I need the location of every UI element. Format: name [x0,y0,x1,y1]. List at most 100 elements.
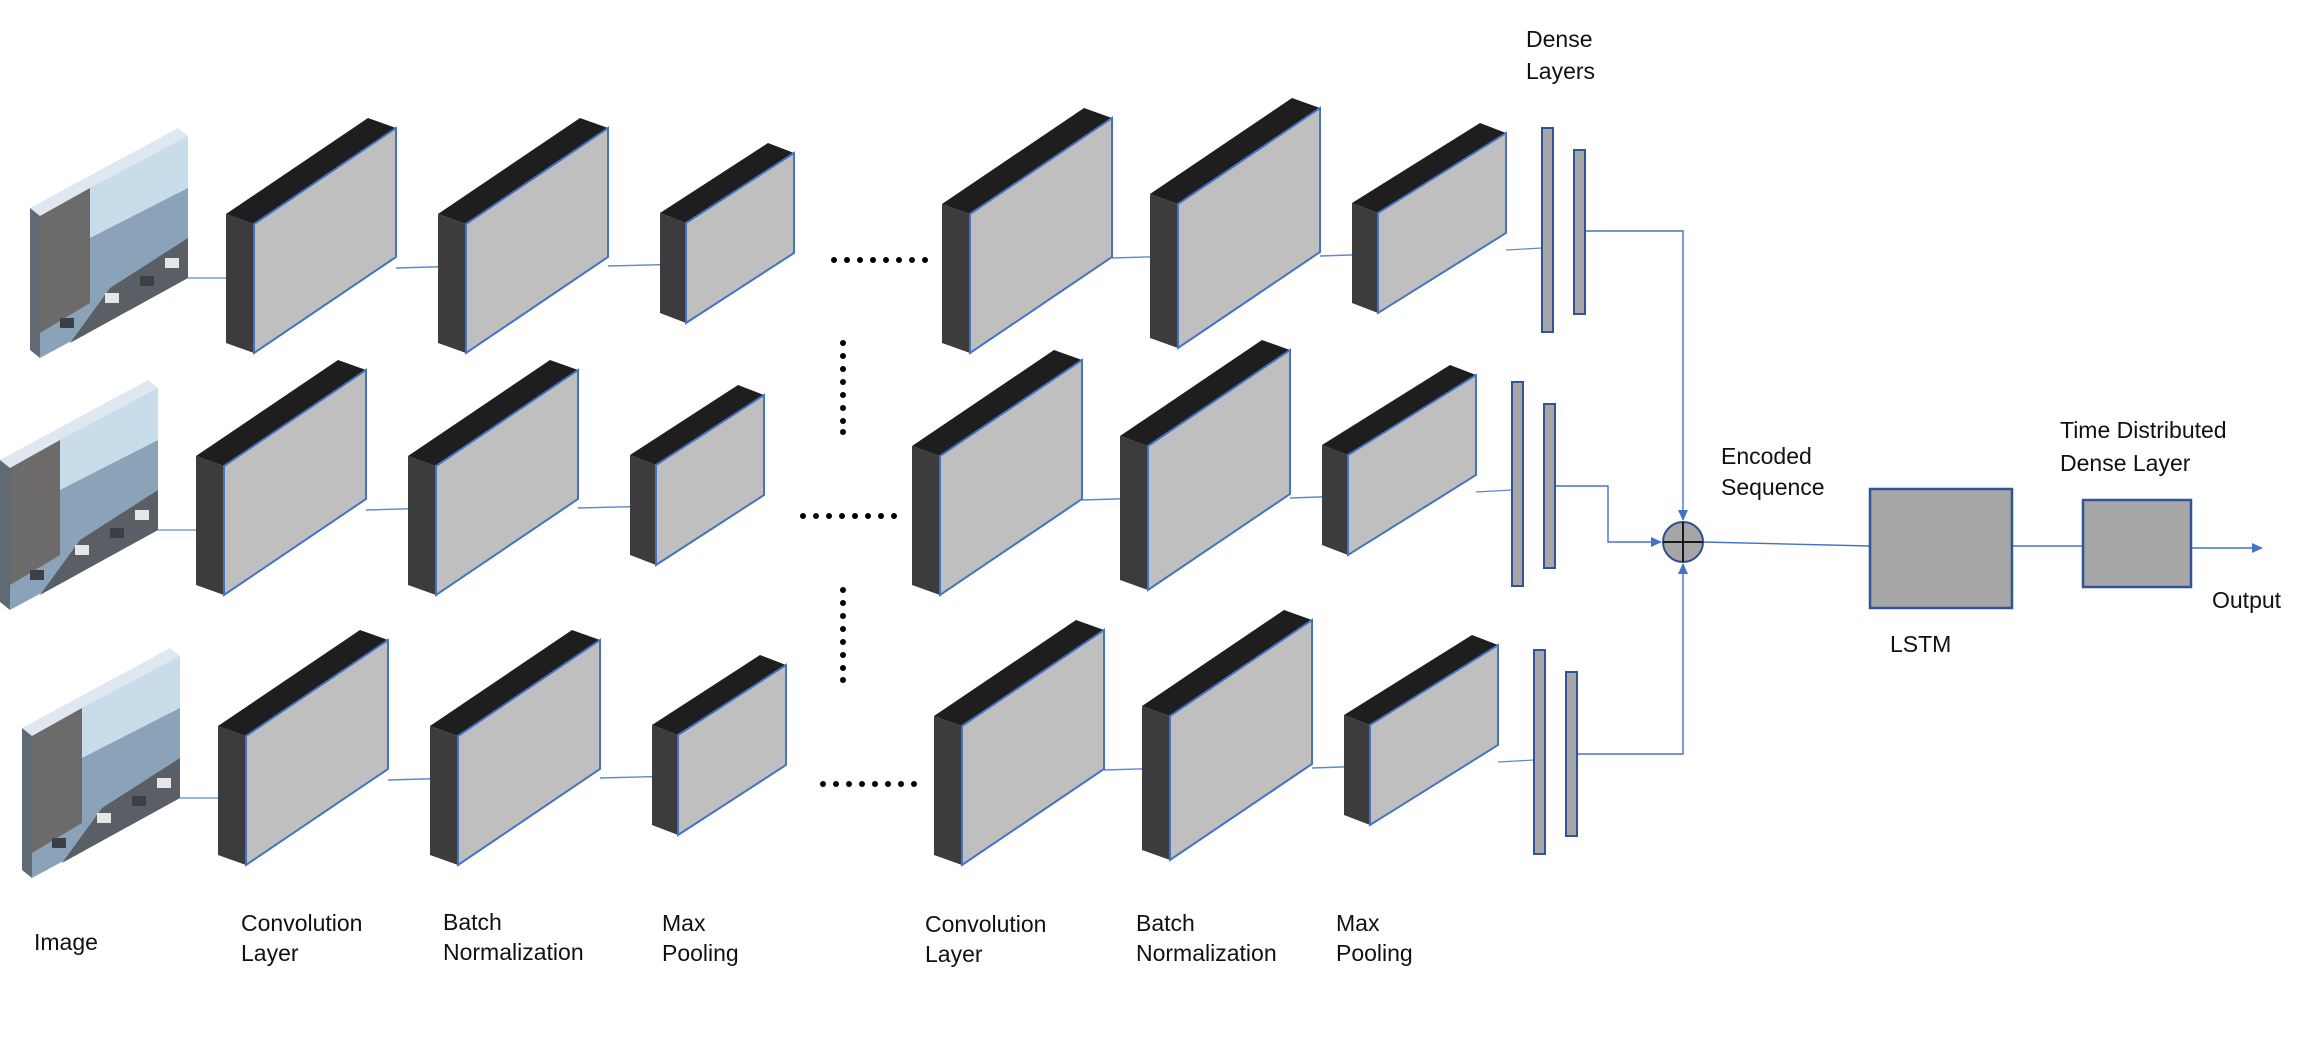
row-middle-image-road [40,490,158,595]
row-middle-pool1-face [655,393,765,567]
row-bottom-conv2-top [934,620,1104,726]
row-middle-conv2 [912,350,1083,597]
label-pool2-line2: Pooling [1336,940,1413,966]
label-bn2-line1: Batch [1136,910,1195,936]
row-middle-bn2-top [1120,340,1290,446]
row-bottom-bn2 [1142,610,1313,862]
row-middle-bn2 [1120,340,1291,592]
row-middle-pool2-face [1347,373,1477,557]
row-top-image-sky [90,136,188,238]
row-top-conv2-face [969,116,1113,355]
row-top-bn2-top [1150,98,1320,204]
row-middle-dense-bar-1 [1511,381,1524,587]
row-middle-bn1-top [408,360,578,466]
row-middle-pool2-top [1322,365,1476,455]
arrow-top-to-sum [1585,230,1688,521]
label-image: Image [34,929,98,955]
row-bottom-image-car-0 [52,838,66,848]
row-bottom-image-top [22,648,180,736]
label-output: Output [2212,587,2282,613]
row-bottom-pool2-top [1344,635,1498,725]
label-conv2-line1: Convolution [925,911,1046,937]
row-bottom-image-buildings [32,708,82,853]
row-bottom-conv2-side [934,716,962,865]
row-top-pool-dense-connector [1505,247,1543,251]
row-bottom-bn1-side [430,726,458,865]
label-encoded-line2: Sequence [1721,474,1825,500]
row-bottom-pool2-side [1344,715,1370,825]
row-bottom-conv1-face [245,638,389,867]
row-bottom-bn1 [430,630,601,867]
row-top-bn2-face [1177,106,1321,350]
row-top-pool2-side [1352,203,1378,313]
row-middle-input-image [0,380,158,610]
row-top-image-car-2 [140,276,154,286]
row-bottom-image-car-3 [157,778,171,788]
row-middle-pool2-side [1322,445,1348,555]
row-top-conv1-top [226,118,396,224]
label-pool1-line1: Max [662,910,706,936]
row-top-pool1-side [660,213,686,323]
row-top-image-car-1 [105,293,119,303]
row-top-pool2 [1352,123,1507,315]
row-middle-image-top [0,380,158,468]
row-middle-pool-dense-connector [1475,489,1513,493]
row-top-image-road [70,238,188,343]
row-bottom-pool-dense-connector [1497,759,1535,763]
row-top-bn1-face [465,126,609,355]
dense-layers [1511,127,1586,855]
row-bottom-image-sky [82,656,180,758]
row-top-conv1-side [226,214,254,353]
row-middle-conv1-top [196,360,366,466]
row-bottom-image-car-2 [132,796,146,806]
row-top-pool1-face [685,151,795,325]
row-top-conv2-side [942,204,970,353]
row-middle-conv1-face [223,368,367,597]
row-middle-image-side [0,460,10,610]
row-middle-conv2-side [912,446,940,595]
lstm-box [1868,487,2014,610]
sum-node [1662,521,1704,563]
row-top-conv1-face [253,126,397,355]
row-bottom-bn2-face [1169,618,1313,862]
row-top-dense-bar-1 [1541,127,1554,333]
time-distributed-dense-box [2081,498,2193,589]
label-conv2-line2: Layer [925,941,983,967]
label-encoded-line1: Encoded [1721,443,1812,469]
row-bottom-conv1 [218,630,389,867]
row-top-image-car-0 [60,318,74,328]
row-middle-conv1-side [196,456,224,595]
label-bn1-line2: Normalization [443,939,584,965]
ellipsis-vertical-lower [840,587,846,683]
label-dense-line1: Dense [1526,26,1592,52]
ellipsis-dots [800,257,928,787]
row-bottom-bn2-top [1142,610,1312,716]
row-middle-conv2-face [939,358,1083,597]
row-top-conv2-top [942,108,1112,214]
row-bottom-conv2-face [961,628,1105,867]
row-middle-conv1 [196,360,367,597]
row-bottom-bn1-face [457,638,601,867]
row-top-image-top [30,128,188,216]
layer-blocks [196,98,1507,867]
row-middle-bn2-face [1147,348,1291,592]
label-bn1-line1: Batch [443,909,502,935]
row-top-image-side [30,208,40,358]
row-top-image-buildings [40,188,90,333]
label-pool2-line1: Max [1336,910,1380,936]
row-top-dense-bar-2 [1573,149,1586,315]
row-bottom-bn1-top [430,630,600,736]
arrow-sum-to-lstm [1702,541,1871,547]
label-tdd-line1: Time Distributed [2060,417,2227,443]
label-conv1-line1: Convolution [241,910,362,936]
row-bottom-image-road [62,758,180,863]
row-top-bn2 [1150,98,1321,350]
row-bottom-pool1-top [652,655,786,735]
ellipsis-vertical-upper [840,340,846,435]
row-top-bn1 [438,118,609,355]
row-top-pool2-face [1377,131,1507,315]
row-bottom-pool1 [652,655,787,837]
row-bottom-pool1-side [652,725,678,835]
row-middle-dense-bar-2 [1543,403,1556,569]
row-bottom-input-image [22,648,180,878]
